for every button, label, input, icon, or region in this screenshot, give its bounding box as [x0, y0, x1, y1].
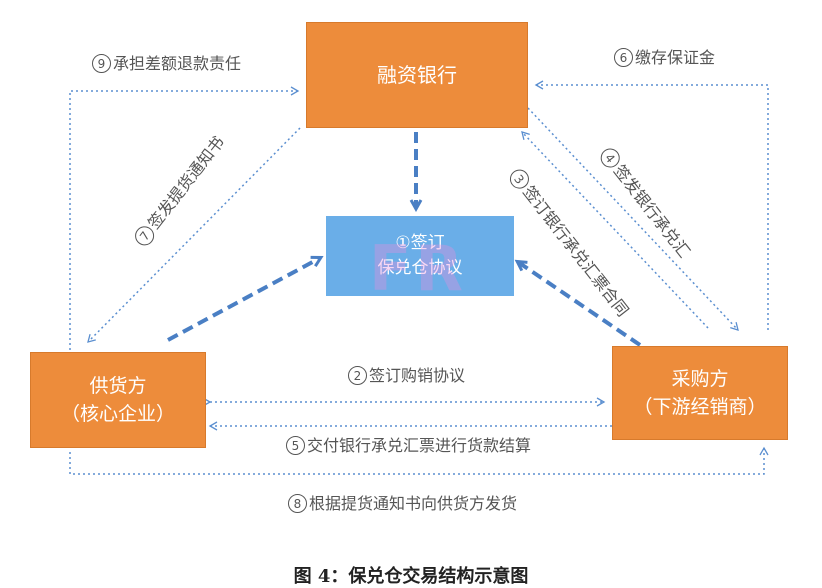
- supplier-label-line2: （核心企业）: [60, 403, 175, 425]
- supplier-to-agreement-arrow: [167, 258, 320, 342]
- buyer-node: 采购方 （下游经销商）: [612, 346, 788, 440]
- step2-text: 签订购销协议: [369, 366, 466, 385]
- buyer-label-line1: 采购方: [671, 367, 729, 390]
- step2-number: 2: [348, 366, 367, 385]
- step8-number: 8: [288, 494, 307, 513]
- buyer-to-agreement-arrow: [518, 262, 642, 347]
- financing-bank-label: 融资银行: [377, 63, 457, 87]
- step8-arrow: [69, 446, 769, 475]
- step5-text: 交付银行承兑汇票进行货款结算: [307, 436, 532, 455]
- step6-number: 6: [614, 48, 633, 67]
- step5-number: 5: [286, 436, 305, 455]
- step9-text: 承担差额退款责任: [113, 54, 242, 73]
- agreement-node: ①签订 保兑仓协议: [326, 216, 514, 296]
- financing-bank-node: 融资银行: [306, 22, 528, 128]
- step9-arrow: [69, 86, 300, 350]
- agreement-label-line1: ①签订: [395, 232, 445, 253]
- watermark-logo: FR: [368, 232, 468, 305]
- supplier-node: 供货方 （核心企业）: [30, 352, 206, 448]
- agreement-label-line2: 保兑仓协议: [377, 258, 463, 278]
- step8-text: 根据提货通知书向供货方发货: [309, 494, 518, 513]
- step7-arrow: [87, 127, 301, 343]
- figure-caption: 图 4：保兑仓交易结构示意图: [293, 566, 529, 587]
- step9-number: 9: [92, 54, 111, 73]
- step3-arrow: [521, 131, 709, 329]
- step4-arrow: [527, 107, 739, 331]
- step6-text: 缴存保证金: [635, 48, 716, 67]
- step6-arrow: [534, 80, 769, 330]
- buyer-label-line2: （下游经销商）: [633, 396, 767, 418]
- supplier-label-line1: 供货方: [89, 374, 147, 397]
